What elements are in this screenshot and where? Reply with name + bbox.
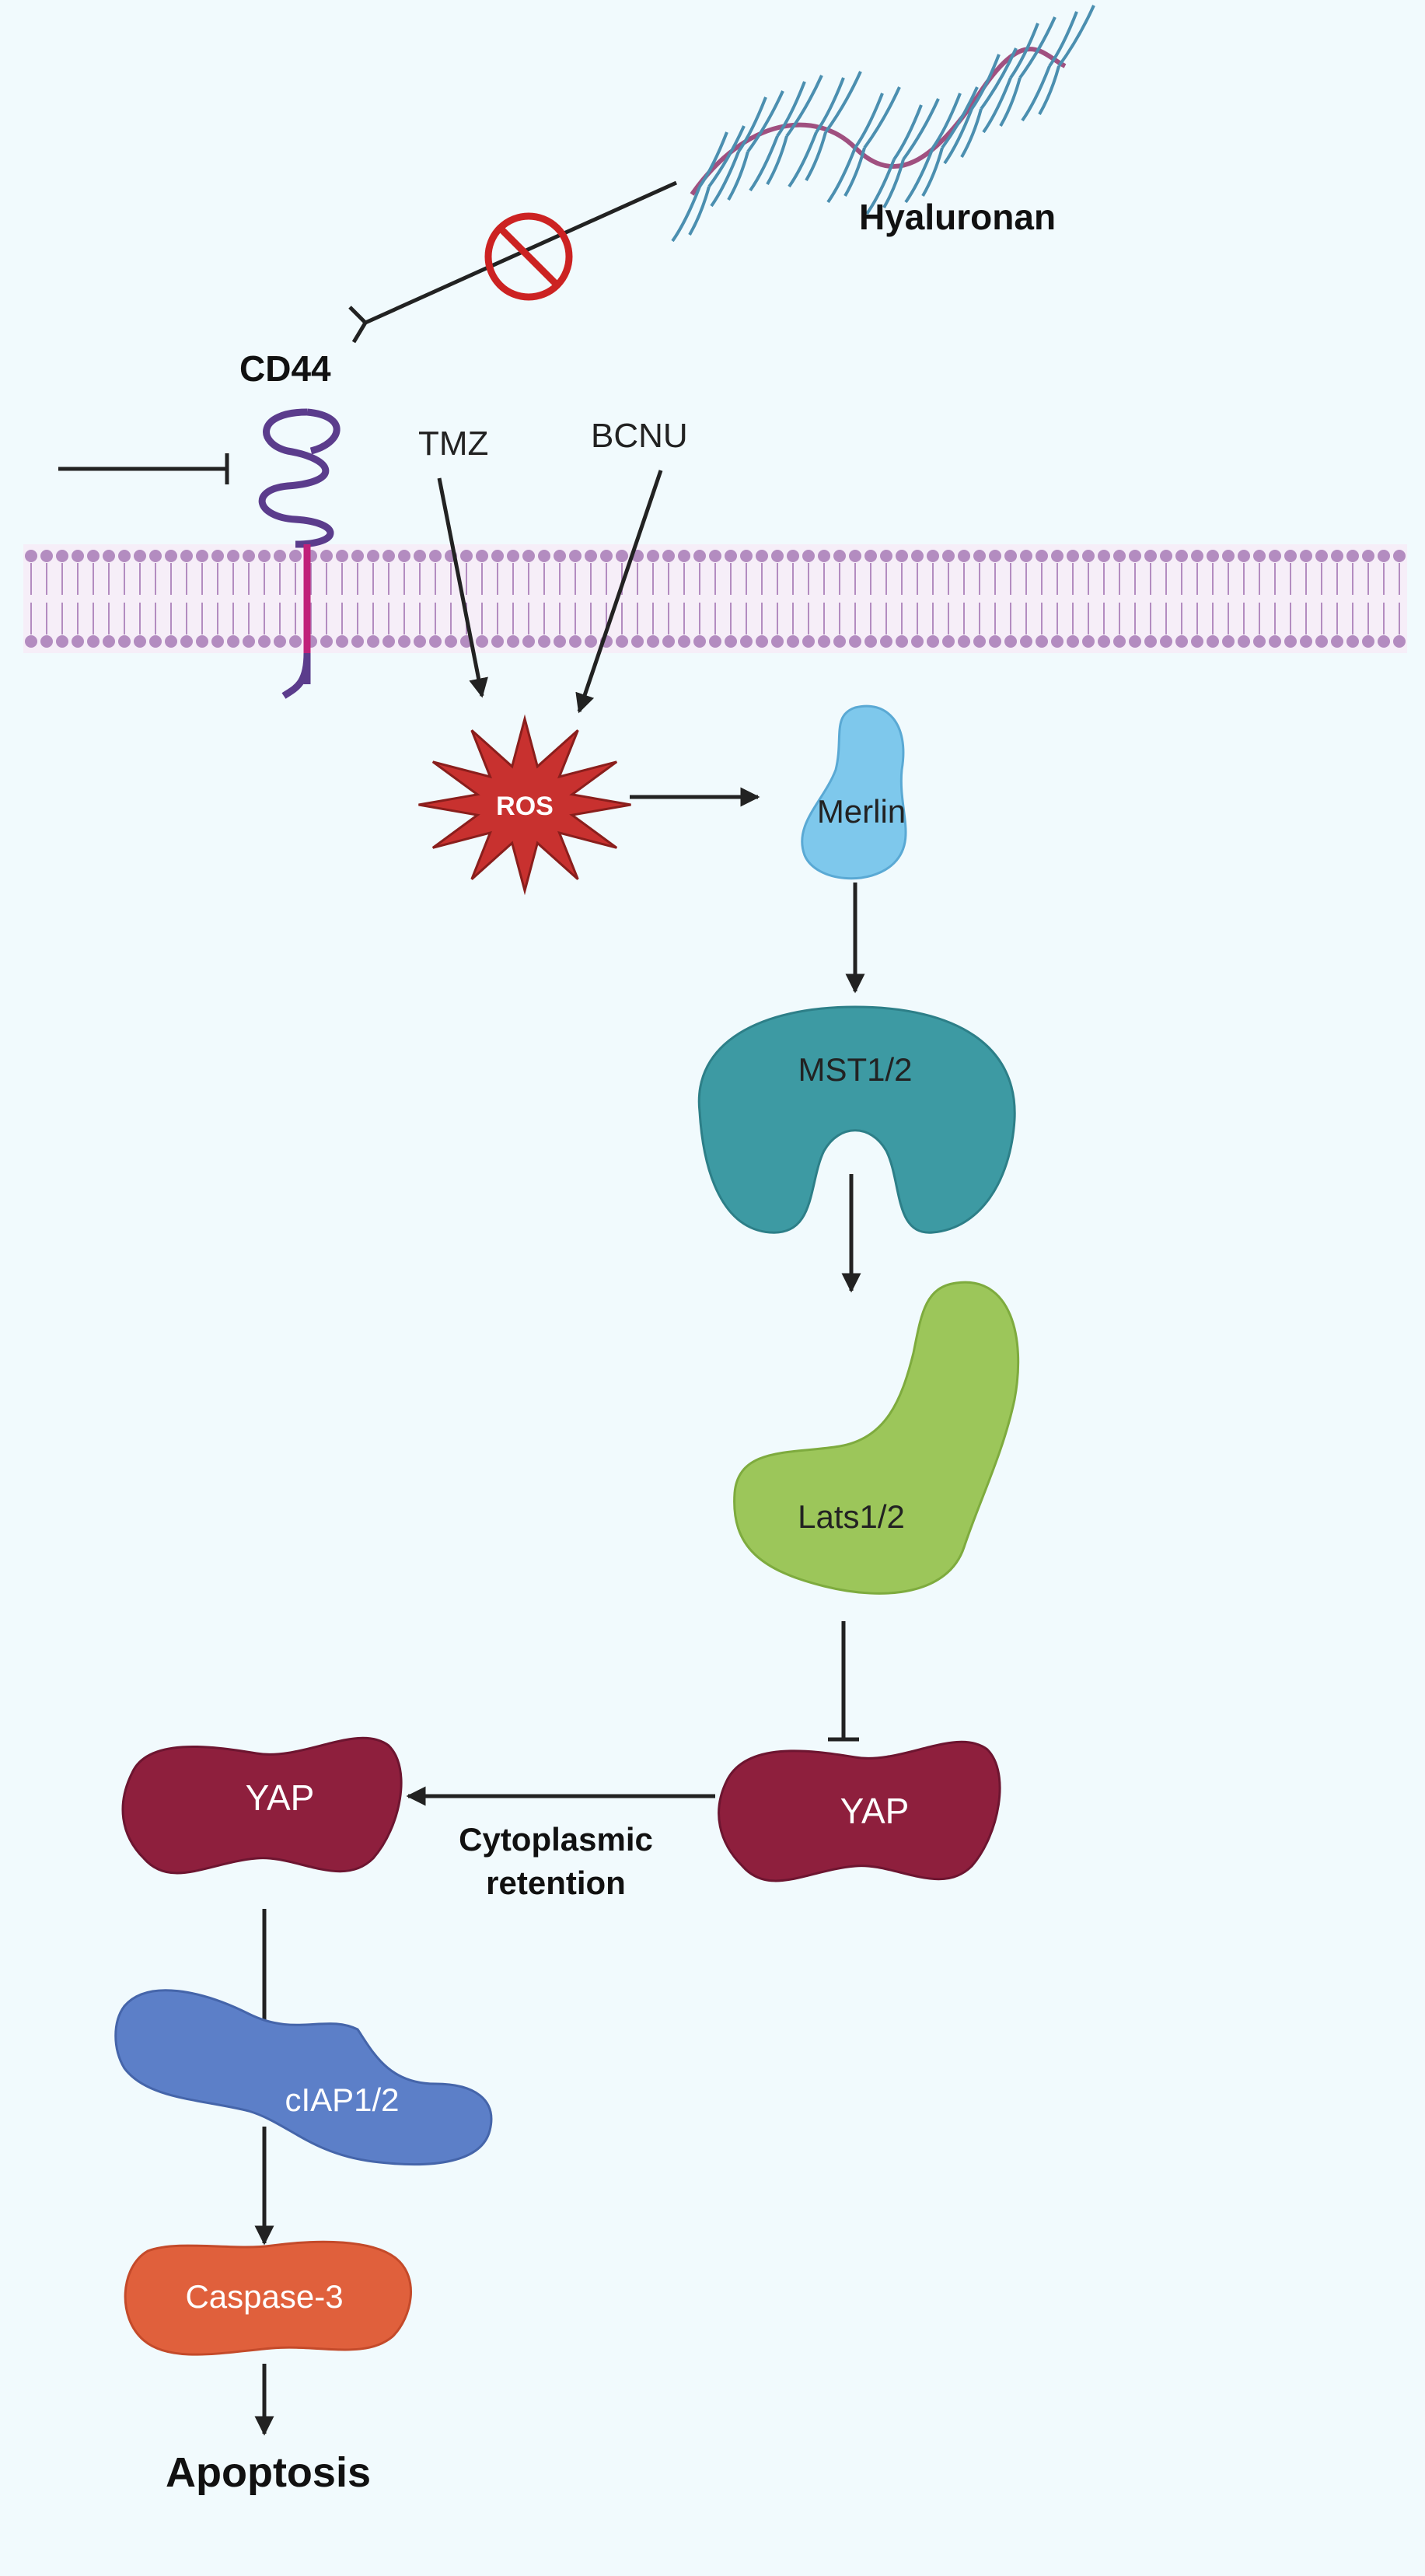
hyaluronan-label: Hyaluronan [859,197,1056,237]
lats-label: Lats1/2 [798,1498,905,1535]
inhibition-sign-icon [484,212,573,301]
yap-right-label: YAP [840,1791,910,1831]
membrane-outer-heads [25,550,1406,562]
bcnu-arrow [575,470,663,714]
blocked-binding-line [348,180,678,344]
merlin-label: Merlin [817,793,906,830]
retention-label-line2: retention [486,1865,626,1901]
retention-label-line1: Cytoplasmic [459,1821,653,1858]
caspase-label: Caspase-3 [185,2278,343,2315]
cd44-label: CD44 [239,348,331,389]
ros-label: ROS [496,792,554,821]
mst-protein [697,1005,1016,1234]
yap-left-label: YAP [246,1777,315,1818]
yap-left-protein [121,1736,403,1875]
mst-label: MST1/2 [798,1051,912,1088]
ciap-protein [114,1989,493,2166]
lats-protein [733,1281,1020,1595]
hyaluronan-molecule [671,5,1095,243]
merlin-protein [801,704,907,880]
apoptosis-label: Apoptosis [166,2449,371,2496]
yap-right-protein [718,1740,1001,1882]
tmz-label: TMZ [418,425,488,463]
bcnu-label: BCNU [591,417,688,455]
caspase-protein [124,2240,412,2356]
cell-membrane [23,544,1407,653]
cd44-inhibitor [58,453,229,484]
yap-inhibits-ciap [249,1909,280,2029]
tmz-arrow [437,477,488,698]
membrane-tails [30,563,1400,634]
membrane-inner-heads [25,635,1406,648]
ros-burst-icon [418,714,631,896]
cd44-receptor [258,408,341,699]
lats-inhibits-yap [828,1621,859,1742]
ciap-label: cIAP1/2 [285,2081,399,2118]
